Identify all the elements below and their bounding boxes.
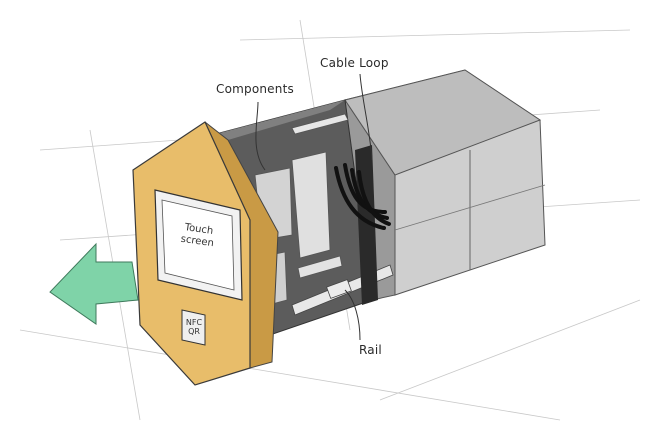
interior-cavity: [211, 99, 394, 336]
components-label: Components: [216, 82, 294, 96]
cable-loop-label: Cable Loop: [320, 56, 389, 70]
arrow-left-icon: [49, 242, 139, 325]
nfc-tag-line2: QR: [188, 327, 200, 336]
component-block-low: [297, 255, 343, 279]
cable-loop: [334, 163, 391, 230]
leader-lines: [255, 73, 373, 341]
rail-label: Rail: [359, 343, 382, 357]
nfc-tag-text: NFC QR: [182, 318, 206, 336]
touch-screen[interactable]: [154, 189, 243, 301]
nfc-qr-reader[interactable]: [181, 309, 206, 346]
component-block-main: [291, 151, 331, 259]
nfc-tag-line1: NFC: [185, 318, 203, 327]
